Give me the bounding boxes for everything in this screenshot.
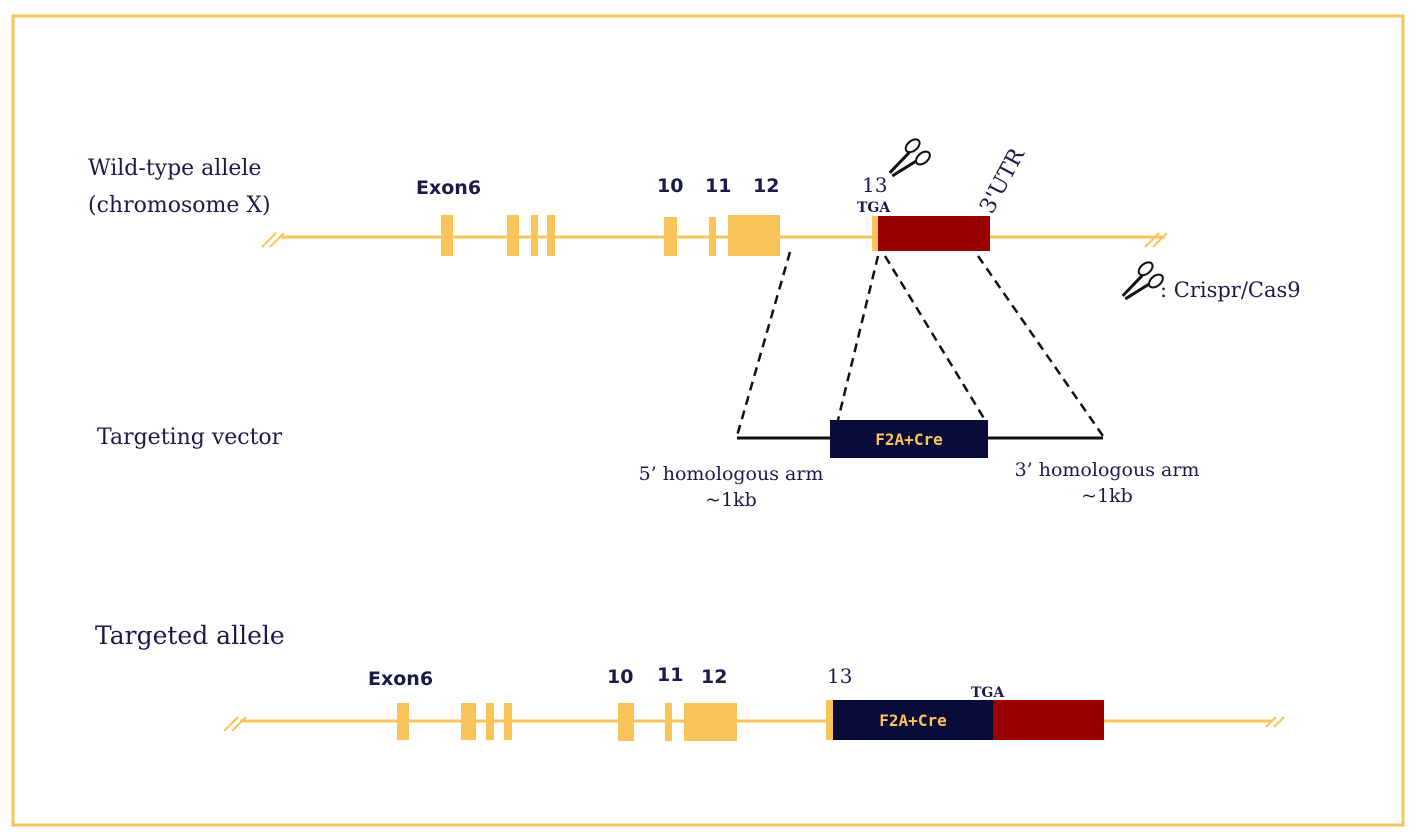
exon13-label: 13 bbox=[862, 173, 887, 197]
exon11-label: 11 bbox=[705, 175, 731, 197]
tga-label: TGA bbox=[857, 200, 891, 216]
exon12-label: 12 bbox=[701, 666, 727, 688]
legend: : Crispr/Cas9 bbox=[1121, 261, 1301, 302]
exons bbox=[397, 700, 833, 741]
exon10-label: 10 bbox=[657, 175, 683, 197]
wildtype-allele: Wild-type allele (chromosome X) Exon6 10… bbox=[88, 138, 1168, 256]
tga-label: TGA bbox=[971, 685, 1005, 701]
homology-projection-lines bbox=[735, 251, 1105, 437]
break-mark-left bbox=[223, 716, 247, 732]
arm5-label: 5’ homologous arm bbox=[639, 463, 824, 485]
utr-label: 3'UTR bbox=[975, 143, 1031, 218]
utr-block bbox=[878, 216, 990, 251]
targeting-vector: Targeting vector F2A+Cre 5’ homologous a… bbox=[97, 420, 1199, 511]
break-mark-left bbox=[261, 232, 285, 248]
scissors-icon bbox=[1121, 261, 1164, 301]
exon11-label: 11 bbox=[657, 664, 683, 686]
legend-label: : Crispr/Cas9 bbox=[1160, 278, 1301, 302]
cassette-label: F2A+Cre bbox=[879, 711, 946, 730]
exon10-label: 10 bbox=[607, 666, 633, 688]
break-mark-right bbox=[1265, 716, 1285, 728]
exon6-label: Exon6 bbox=[368, 668, 433, 690]
frame-border bbox=[11, 14, 1405, 827]
wildtype-subtitle: (chromosome X) bbox=[88, 193, 271, 218]
targeted-allele: Targeted allele F2A+Cre Exon6 10 11 12 1… bbox=[95, 621, 1285, 741]
cassette-label: F2A+Cre bbox=[875, 430, 942, 449]
exon13-label: 13 bbox=[827, 664, 852, 688]
exons bbox=[441, 215, 878, 256]
utr-block bbox=[993, 700, 1104, 740]
vector-title: Targeting vector bbox=[97, 425, 283, 450]
arm5-size: ~1kb bbox=[705, 489, 757, 511]
f2a-cre-cassette bbox=[833, 700, 993, 740]
targeted-title: Targeted allele bbox=[95, 621, 285, 650]
scissors-icon bbox=[888, 138, 931, 178]
f2a-cre-cassette bbox=[830, 420, 988, 458]
arm3-size: ~1kb bbox=[1081, 485, 1133, 507]
wildtype-title: Wild-type allele bbox=[88, 156, 261, 181]
exon12-label: 12 bbox=[753, 175, 779, 197]
exon6-label: Exon6 bbox=[416, 177, 481, 199]
arm3-label: 3’ homologous arm bbox=[1015, 459, 1200, 481]
break-mark-right bbox=[1144, 232, 1168, 248]
